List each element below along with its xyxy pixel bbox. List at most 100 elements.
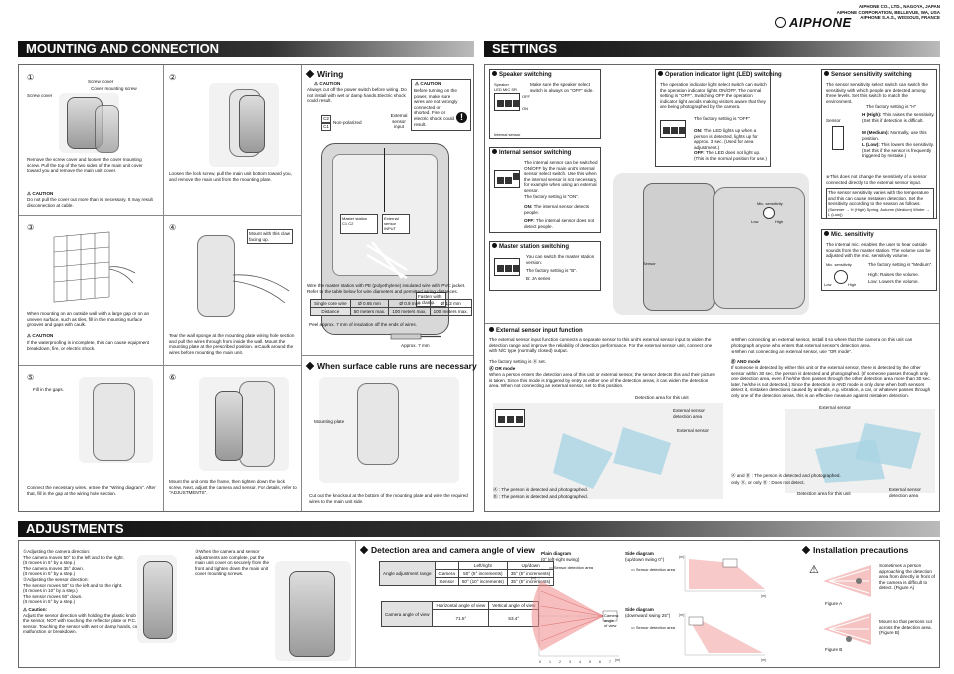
mounting-plate-icon [239, 381, 275, 467]
terminal-c1: C1 [321, 123, 331, 131]
speaker-sw-label: Speaker [494, 82, 509, 87]
mic-dial-icon [763, 207, 775, 219]
bullet-icon [824, 231, 829, 236]
approx-7mm-label: Approx. 7 mm [401, 343, 430, 348]
right-area-2: External sensor detection area [889, 487, 921, 498]
wires-illustration [233, 274, 290, 304]
speaker-heading: Speaker switching [492, 71, 552, 78]
svg-text:6: 6 [599, 660, 601, 664]
led-dip-switch[interactable] [660, 120, 686, 138]
master-dip-switch[interactable] [494, 258, 520, 276]
dip-key [505, 265, 512, 272]
precautions-heading: Installation precautions [801, 545, 908, 555]
plain-title: Plain diagram [541, 551, 572, 556]
wiring-note: Wire the master station with PE (polyeth… [307, 283, 466, 294]
sensor-ud: 35° (5° increments) [506, 577, 555, 586]
speaker-dip-switch[interactable] [494, 93, 520, 111]
master-heading: Master station switching [492, 243, 569, 250]
detect-heading: Detection area and camera angle of view [359, 545, 535, 555]
sensitivity-selector-switch[interactable] [832, 126, 844, 150]
internal-dip-switch[interactable] [494, 170, 520, 188]
external-sensor-label: External sensor [384, 216, 399, 226]
detection-area-shape [553, 427, 671, 489]
step-6-text: Mount the unit onto the frame, then tigh… [169, 479, 297, 496]
camera-lr: 50° (5° increments) [457, 569, 508, 578]
svg-text:0: 0 [539, 660, 541, 664]
figure-b-illustration [823, 613, 871, 645]
ms-terminals: C1 C2 [342, 221, 376, 226]
and-mode-scene [785, 409, 935, 493]
plain-unit: (m) [615, 658, 620, 662]
figure-a-label: Figure A [825, 601, 843, 606]
divider [355, 541, 356, 667]
mic-mini-low: Low [751, 219, 759, 224]
dip-key [505, 177, 512, 184]
angle-adjust-header: Angle adjustment range [379, 561, 436, 586]
adjustments-banner: ADJUSTMENTS [18, 521, 940, 537]
internal-sensor-label: Internal sensor [494, 132, 521, 137]
dip-key [497, 100, 504, 107]
precaution-text-1: Sometimes a person approaching the detec… [879, 563, 935, 591]
settings-banner: SETTINGS [484, 41, 940, 57]
ext-b-text: If someone is detected by either this un… [731, 365, 931, 398]
side2-title: Side diagram [625, 607, 654, 612]
led-switching-box: Operation indicator light (LED) switchin… [655, 69, 782, 167]
led-off: OFF: The LED does not light up. (This is… [694, 150, 768, 161]
master-station-terminal: Master station C1 C2 [340, 214, 378, 234]
sensor-note-3: (Summer → H (High) Spring, Autumn (Mediu… [828, 206, 930, 217]
company-line-3: AIPHONE S.A.S., WISSOUS, FRANCE [860, 15, 940, 20]
svg-text:7: 7 [609, 660, 611, 664]
side1-subtitle: (up/down swing 0°) [625, 557, 665, 562]
right-legend-1: Ⓐ and Ⓑ : The person is detected and pho… [731, 473, 841, 478]
wiring-caution-2-title: ⚠ CAUTION [415, 81, 442, 86]
mic-sensitivity-box: Mic. sensitivity The internal mic. enabl… [821, 229, 937, 291]
mic-volume-dial[interactable] [834, 270, 848, 284]
ext-mode-switch[interactable] [495, 409, 525, 427]
company-info: AIPHONE CO., LTD., NAGOYA, JAPAN AIPHONE… [740, 4, 940, 21]
mic-mini-label: Mic. sensitivity [757, 201, 783, 206]
detection-area-shape [815, 423, 921, 483]
mounting-banner: MOUNTING AND CONNECTION [18, 41, 474, 57]
master-text: You can switch the master station versio… [526, 254, 595, 265]
exclamation-icon: ! [456, 112, 467, 123]
dip-key [671, 127, 678, 134]
main-unit-icon [215, 391, 243, 461]
h-view-header: Horizontal angle of view [432, 601, 490, 610]
adjust-item: (It moves in 5° by a step.) [23, 571, 76, 577]
dip-key [513, 265, 520, 272]
sensor-label: Sensor [826, 118, 841, 123]
adjust-item: (It moves in 5° by a step.) [23, 599, 76, 605]
main-unit-icon [143, 561, 173, 639]
wire-table-h1: Ø 0.65 mm [349, 299, 390, 308]
svg-text:(m): (m) [679, 613, 684, 617]
ext-note-1: ※When connecting an external sensor, ins… [731, 337, 913, 348]
internal-off: OFF: The internal sensor does not detect… [524, 218, 595, 229]
mounting-plate-icon [357, 383, 399, 465]
ext-heading: External sensor input function [489, 327, 583, 334]
precaution-text-2: Mount so that persons cut across the det… [879, 619, 932, 636]
master-station-box: Master station switching You can switch … [489, 241, 601, 291]
sensor-l: L (Low): This lowers the sensitivity. (S… [862, 142, 934, 159]
ext-a-title: Ⓐ OR mode [489, 366, 516, 371]
logo-text: AIPHONE [789, 15, 852, 30]
bullet-icon [824, 71, 829, 76]
ext-sensor-label: External sensor [677, 428, 709, 433]
mic-dial-high: High [848, 282, 857, 287]
step-5-text: Connect the necessary wires. ※See the "W… [27, 485, 156, 496]
divider [19, 215, 301, 216]
dip-key [507, 416, 514, 423]
adjust-item: ②Adjusting the sensor direction: [23, 576, 89, 582]
sensor-note-2-text: The sensor sensitivity varies with the t… [828, 190, 929, 207]
speaker-switching-box: Speaker switching Speaker LED MIC SR OFF… [489, 69, 601, 139]
external-sensor-terminal: External sensor INPUT [382, 214, 410, 234]
bullet-icon [492, 71, 497, 76]
label-screw-cover: Screw cover [27, 93, 53, 98]
adjust-item: The sensor moves 50° down. [23, 593, 83, 599]
divider [19, 365, 301, 366]
sensor-m: M (Medium): Normally, use this position. [862, 130, 927, 141]
adjust-item: The sensor moves 50° to the left and to … [23, 582, 123, 588]
mic-dial-low: Low [824, 282, 832, 287]
mounting-plate-label: Mounting plate [314, 419, 345, 424]
sensor-note-2: The sensor sensitivity varies with the t… [826, 188, 934, 219]
ext-b-title: Ⓑ AND mode [731, 359, 761, 364]
